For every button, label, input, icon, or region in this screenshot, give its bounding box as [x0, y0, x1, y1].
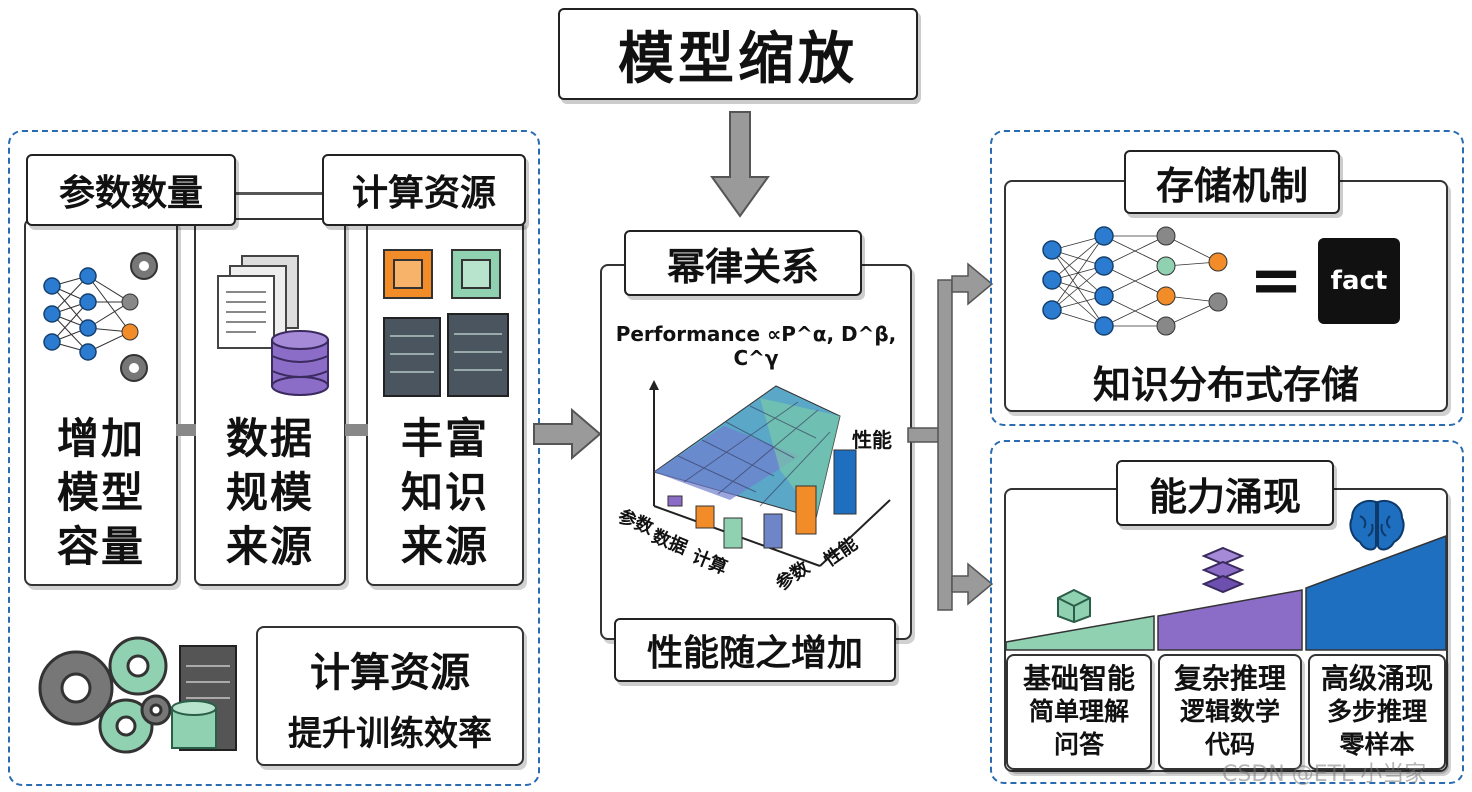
branch-arrows: [907, 262, 994, 611]
label-emergence: 能力涌现: [1116, 460, 1334, 526]
left-region: [8, 130, 540, 786]
compute-efficiency-box: [256, 626, 524, 766]
label-power-law: 幂律关系: [624, 230, 862, 296]
connector-line: [236, 192, 324, 195]
equals-sign: =: [1249, 244, 1303, 318]
col1-line: 容量: [56, 522, 145, 571]
gears-server-icon: [38, 636, 237, 754]
level-advanced: [1308, 654, 1446, 770]
down-arrow: [710, 111, 770, 218]
cube-icon: [1057, 588, 1091, 624]
label-performance-increase: 性能随之增加: [614, 618, 896, 682]
main-title: 模型缩放: [558, 8, 918, 100]
axis-label-performance: 性能: [852, 428, 892, 452]
level-line: 复杂推理: [1173, 662, 1286, 695]
col1-text: 增加 模型 容量: [26, 412, 176, 574]
level-line: 逻辑数学: [1179, 697, 1280, 726]
col3-line: 来源: [400, 522, 489, 571]
formula: Performance ∝P^α, D^β, C^γ: [615, 322, 897, 370]
level-line: 简单理解: [1028, 697, 1129, 726]
storage-network-icon: [1042, 226, 1228, 336]
level-basic: [1006, 654, 1152, 770]
col3-line: 丰富: [400, 414, 489, 463]
label-params: 参数数量: [26, 154, 236, 226]
brain-icon: [1349, 500, 1405, 551]
connector-bar: [176, 424, 196, 436]
col2-text: 数据 规模 来源: [196, 412, 344, 574]
col3-text: 丰富 知识 来源: [368, 412, 522, 574]
col1-line: 模型: [56, 468, 145, 517]
emergence-region: [990, 440, 1464, 784]
emergence-curve: [1005, 534, 1447, 651]
layers-icon: [1201, 546, 1245, 594]
params-column: [24, 218, 178, 586]
col2-line: 数据: [225, 414, 314, 463]
fact-badge: fact: [1318, 238, 1400, 324]
level-complex-text: 复杂推理 逻辑数学 代码: [1158, 662, 1302, 761]
storage-region: [990, 130, 1464, 426]
level-line: 问答: [1053, 730, 1104, 759]
col3-line: 知识: [400, 468, 489, 517]
level-line: 多步推理: [1326, 697, 1427, 726]
documents-database-icon: [217, 255, 329, 396]
label-storage: 存储机制: [1124, 150, 1340, 214]
level-line: 基础智能: [1022, 662, 1135, 695]
col1-line: 增加: [56, 414, 145, 463]
connector-bar: [345, 424, 368, 436]
watermark: CSDN @ETL 小当家: [1222, 762, 1427, 787]
compute-subtitle: 提升训练效率: [288, 714, 492, 754]
col2-line: 来源: [225, 522, 314, 571]
label-compute: 计算资源: [322, 154, 526, 226]
level-line: 高级涌现: [1320, 662, 1433, 695]
level-complex: [1158, 654, 1302, 770]
neural-net-icon: [43, 252, 158, 382]
right-arrow: [533, 407, 602, 461]
level-line: 代码: [1204, 730, 1255, 759]
level-line: 零样本: [1339, 730, 1415, 759]
chips-servers-icon: [383, 249, 509, 397]
storage-caption: 知识分布式存储: [1092, 363, 1359, 407]
level-basic-text: 基础智能 简单理解 问答: [1006, 662, 1152, 761]
compute-title: 计算资源: [310, 650, 470, 696]
surface-chart-icon: [649, 380, 891, 567]
col2-line: 规模: [225, 468, 314, 517]
level-advanced-text: 高级涌现 多步推理 零样本: [1308, 662, 1446, 761]
